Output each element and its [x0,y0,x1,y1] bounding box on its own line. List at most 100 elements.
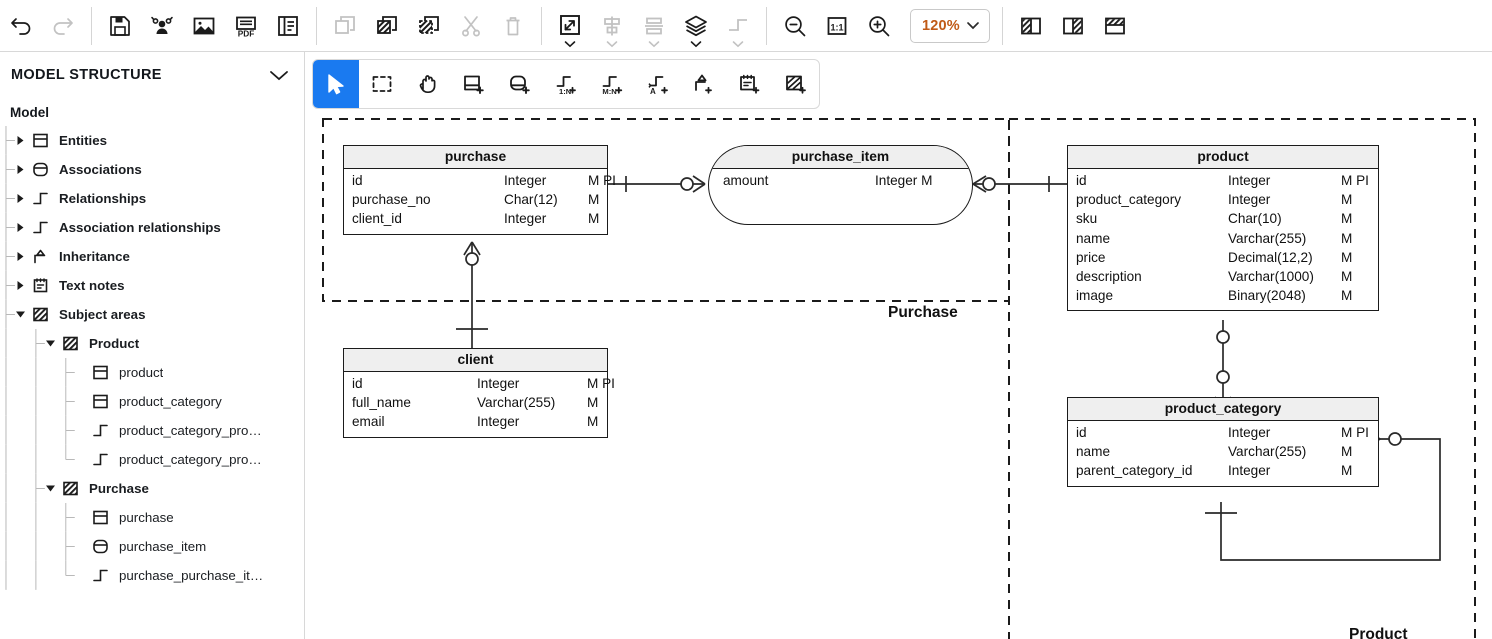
attribute-type: Char(12) [504,192,558,208]
paste-special-button[interactable] [408,5,450,47]
entity-purchase[interactable]: purchase id Integer M PI purchase_no Cha… [343,145,616,235]
toolbar-group-history [0,0,84,52]
select-tool[interactable] [313,60,359,108]
undo-button[interactable] [0,5,42,47]
subject-area-icon [61,479,80,498]
entity-purchase-item[interactable]: purchase_item amount Integer M [708,145,973,225]
export-pdf-button[interactable]: PDF [225,5,267,47]
sidebar-item-label: purchase [119,510,174,525]
sidebar-item-inheritance[interactable]: Inheritance [0,242,304,271]
sidebar-item-purchase-item[interactable]: purchase_item [0,532,304,561]
attribute-name: name [1076,230,1111,246]
add-association-relationship-tool[interactable]: A [635,60,681,108]
triangle-right-icon[interactable] [14,250,27,263]
entity-client[interactable]: client id Integer M PI full_name Varchar… [343,348,615,438]
triangle-right-icon[interactable] [14,221,27,234]
add-relationship-1n-tool[interactable]: 1:N [543,60,589,108]
chevron-down-icon[interactable] [690,40,702,48]
chevron-down-icon[interactable] [966,21,980,30]
add-inheritance-tool[interactable] [681,60,727,108]
relationship-icon [91,450,110,469]
sidebar-item-purchase[interactable]: Purchase [0,474,304,503]
layers-button[interactable] [675,5,717,47]
add-association-tool[interactable] [497,60,543,108]
copy-button[interactable] [324,5,366,47]
tree-root-label[interactable]: Model [10,105,49,120]
add-subject-area-tool[interactable] [773,60,819,108]
sidebar-item-associations[interactable]: Associations [0,155,304,184]
sidebar-item-purchase[interactable]: purchase [0,503,304,532]
sidebar-item-product[interactable]: product [0,358,304,387]
zoom-actual-size-button[interactable]: 1:1 [816,5,858,47]
chevron-down-icon[interactable] [732,40,744,48]
attribute-flags: M [1341,192,1353,208]
triangle-right-icon[interactable] [14,163,27,176]
triangle-right-icon[interactable] [14,192,27,205]
entity-title: product [1068,146,1378,169]
relationship-icon [91,421,110,440]
export-image-button[interactable] [183,5,225,47]
relationship-icon [91,566,110,585]
paste-button[interactable] [366,5,408,47]
attribute-row: client_id Integer M [344,209,607,228]
sidebar-item-relationships[interactable]: Relationships [0,184,304,213]
svg-text:1:1: 1:1 [830,22,843,32]
align-horizontal-button[interactable] [633,5,675,47]
report-button[interactable] [267,5,309,47]
add-entity-tool[interactable] [451,60,497,108]
sidebar-item-text-notes[interactable]: Text notes [0,271,304,300]
sidebar-item-label: Subject areas [59,307,146,322]
chevron-down-icon[interactable] [564,40,576,48]
sidebar-item-product-category-pro[interactable]: product_category_pro… [0,416,304,445]
triangle-right-icon[interactable] [14,134,27,147]
toolbar-separator [1001,6,1003,45]
chevron-down-icon[interactable] [606,40,618,48]
pan-tool[interactable] [405,60,451,108]
sidebar-item-product[interactable]: Product [0,329,304,358]
sidebar-item-product-category[interactable]: product_category [0,387,304,416]
share-button[interactable] [141,5,183,47]
save-button[interactable] [99,5,141,47]
triangle-right-icon[interactable] [14,279,27,292]
sidebar-item-association-relationships[interactable]: Association relationships [0,213,304,242]
page-title: MODEL STRUCTURE [11,67,162,83]
diagram-canvas[interactable]: Purchase Product purchase id Integer M P… [305,52,1492,639]
resize-button[interactable] [549,5,591,47]
sidebar-item-purchase-purchase-it[interactable]: purchase_purchase_it… [0,561,304,590]
attribute-type: Integer [504,211,547,227]
split-right-button[interactable] [1052,5,1094,47]
triangle-down-icon[interactable] [44,482,57,495]
add-text-note-tool[interactable] [727,60,773,108]
cut-button[interactable] [450,5,492,47]
sidebar-item-product-category-pro[interactable]: product_category_pro… [0,445,304,474]
attribute-row: purchase_no Char(12) M [344,190,607,209]
zoom-out-button[interactable] [774,5,816,47]
redo-button[interactable] [42,5,84,47]
entity-icon [93,510,108,525]
chevron-down-icon[interactable] [648,40,660,48]
sidebar-item-label: Relationships [59,191,147,206]
sidebar-item-entities[interactable]: Entities [0,126,304,155]
triangle-down-icon[interactable] [14,308,27,321]
sidebar-item-subject-areas[interactable]: Subject areas [0,300,304,329]
triangle-down-icon[interactable] [44,337,57,350]
split-left-button[interactable] [1010,5,1052,47]
hand-icon [419,75,436,94]
marquee-select-tool[interactable] [359,60,405,108]
add-relationship-mn-tool[interactable]: M:N [589,60,635,108]
delete-button[interactable] [492,5,534,47]
align-vertical-button[interactable] [591,5,633,47]
zoom-level-select[interactable]: 120% [910,8,990,43]
note-icon [33,278,48,293]
chevron-down-icon[interactable] [268,68,290,82]
attribute-name: full_name [352,395,411,411]
split-top-button[interactable] [1094,5,1136,47]
attribute-flags: M [587,395,599,411]
zoom-in-button[interactable] [858,5,900,47]
line-style-button[interactable] [717,5,759,47]
entity-title: purchase [344,146,607,169]
